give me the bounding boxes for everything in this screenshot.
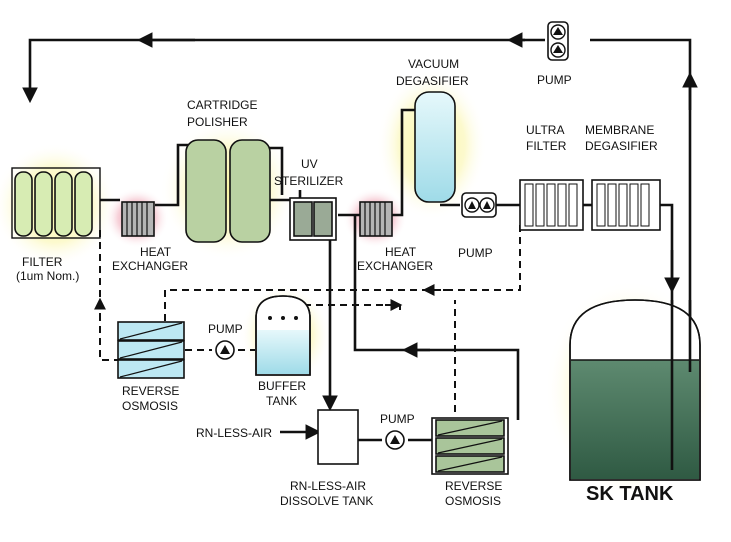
- reverse-osmosis-left: [117, 321, 185, 379]
- sk-tank: [569, 299, 701, 481]
- cartridge-polisher-label-1: CARTRIDGE: [187, 98, 257, 112]
- ultra-filter-label-1: ULTRA: [526, 123, 564, 137]
- reverse-osmosis-right-label-1: REVERSE: [445, 479, 502, 493]
- rn-less-air-input-label: RN-LESS-AIR: [196, 426, 272, 440]
- buffer-tank: [255, 295, 311, 376]
- vacuum-degasifier-label-1: VACUUM: [408, 57, 459, 71]
- vacuum-degasifier-label-2: DEGASIFIER: [396, 74, 469, 88]
- buffer-tank-label-2: TANK: [266, 394, 297, 408]
- membrane-degasifier-label-2: DEGASIFIER: [585, 139, 658, 153]
- ultra-filter: [519, 179, 584, 231]
- dissolve-tank: [317, 409, 359, 465]
- reverse-osmosis-right-label-2: OSMOSIS: [445, 494, 501, 508]
- dashed-pipes: [94, 225, 521, 412]
- heat-exchanger-left: [121, 201, 155, 237]
- pump-top-label: PUMP: [537, 73, 572, 87]
- membrane-degasifier: [591, 179, 661, 231]
- uv-sterilizer: [289, 197, 337, 241]
- cartridge-polisher: [185, 139, 271, 243]
- reverse-osmosis-left-label-1: REVERSE: [122, 384, 179, 398]
- heat-exchanger-left-label-2: EXCHANGER: [112, 259, 188, 273]
- buffer-tank-label-1: BUFFER: [258, 379, 306, 393]
- pump-dissolve: [385, 430, 405, 450]
- pump-dissolve-label: PUMP: [380, 412, 415, 426]
- pump-ro-label: PUMP: [208, 322, 243, 336]
- reverse-osmosis-left-label-2: OSMOSIS: [122, 399, 178, 413]
- sk-tank-label: SK TANK: [586, 483, 674, 505]
- pump-top: [547, 21, 569, 61]
- heat-exchanger-left-label-1: HEAT: [140, 245, 172, 259]
- uv-sterilizer-label-1: UV: [301, 157, 318, 171]
- pump-ro: [215, 340, 235, 360]
- filter-label-2: (1um Nom.): [16, 269, 79, 283]
- pump-mid: [461, 192, 497, 218]
- filter-label-1: FILTER: [22, 255, 63, 269]
- heat-exchanger-right-label-1: HEAT: [385, 245, 417, 259]
- heat-exchanger-right: [359, 201, 393, 237]
- main-pipes: [22, 32, 698, 470]
- membrane-degasifier-label-1: MEMBRANE: [585, 123, 654, 137]
- dissolve-tank-label-2: DISSOLVE TANK: [280, 494, 373, 508]
- pump-mid-label: PUMP: [458, 246, 493, 260]
- dissolve-tank-label-1: RN-LESS-AIR: [290, 479, 366, 493]
- ultra-filter-label-2: FILTER: [526, 139, 567, 153]
- filter-unit: [11, 167, 101, 239]
- reverse-osmosis-right: [431, 417, 509, 475]
- heat-exchanger-right-label-2: EXCHANGER: [357, 259, 433, 273]
- uv-sterilizer-label-2: STERILIZER: [274, 174, 344, 188]
- cartridge-polisher-label-2: POLISHER: [187, 115, 248, 129]
- vacuum-degasifier: [414, 91, 456, 203]
